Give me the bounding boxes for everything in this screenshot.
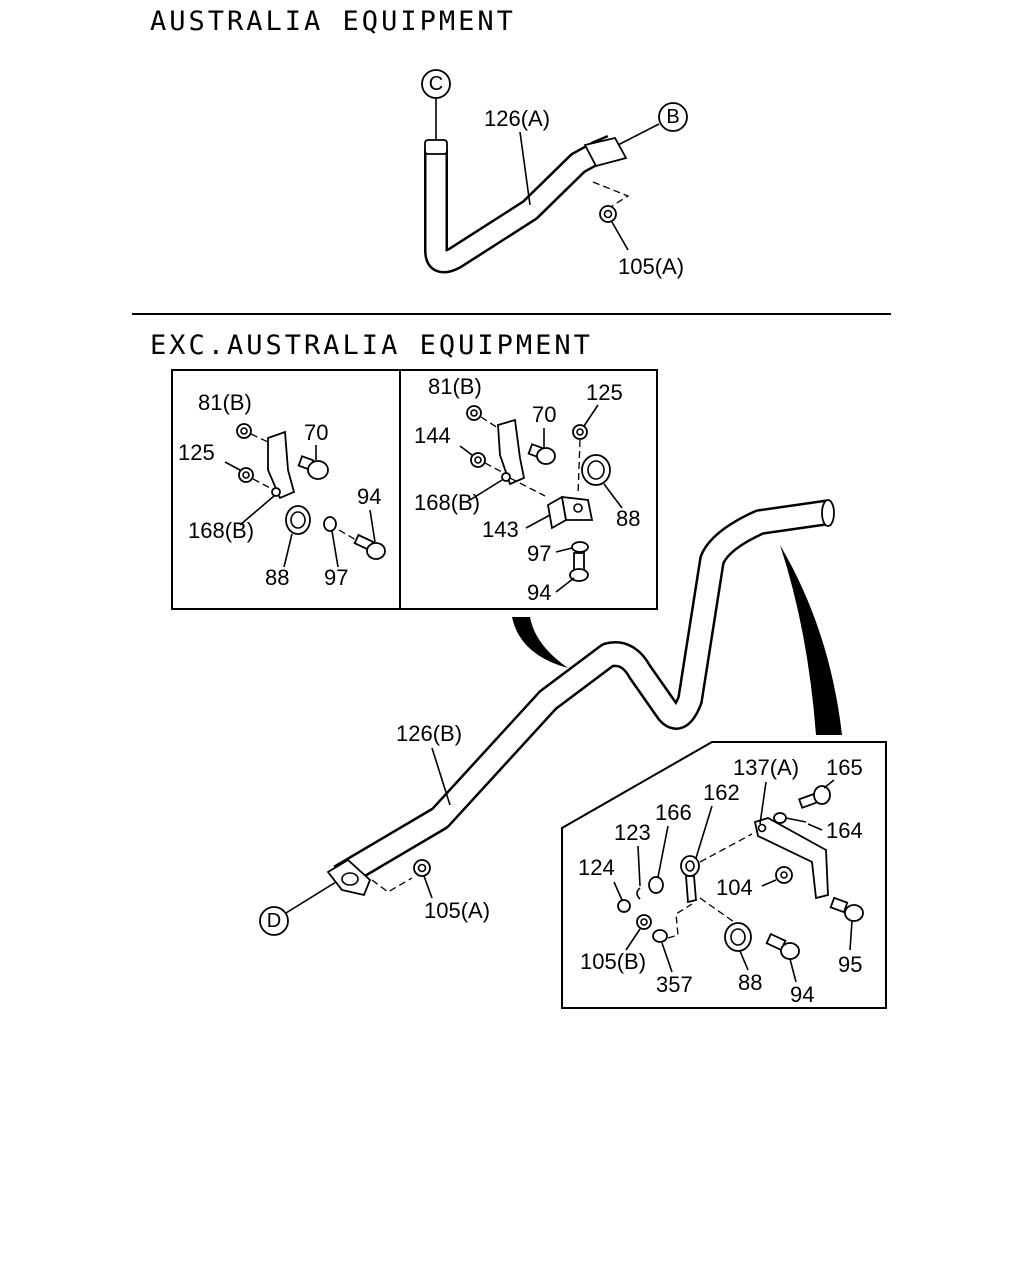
nut-105a-lower-icon — [413, 859, 431, 877]
detail-bottom-parts — [617, 785, 864, 960]
callout-b: B — [617, 102, 688, 146]
australia-pipe-assembly — [424, 134, 630, 274]
detail-bottom-label-0: 137(A) — [733, 755, 799, 780]
detail-bottom-label-2: 162 — [703, 780, 740, 805]
detail-bottom-label-4: 164 — [826, 818, 863, 843]
detail-left-label-1: 70 — [304, 420, 328, 445]
detail-bottom-label-12: 94 — [790, 982, 814, 1007]
detail-middle-label-1: 125 — [586, 380, 623, 405]
detail-box-bottom — [561, 741, 887, 1009]
svg-text:B: B — [666, 106, 679, 128]
detail-left-parts — [236, 423, 386, 560]
detail-middle-label-5: 143 — [482, 517, 519, 542]
detail-left-label-6: 97 — [324, 565, 348, 590]
detail-bottom-label-10: 357 — [656, 972, 693, 997]
detail-middle-label-6: 88 — [616, 506, 640, 531]
detail-bottom-label-7: 104 — [716, 875, 753, 900]
label-126a: 126(A) — [484, 106, 550, 131]
australia-heading: AUSTRALIA EQUIPMENT — [150, 6, 516, 37]
detail-left-label-0: 81(B) — [198, 390, 252, 415]
detail-middle-label-8: 94 — [527, 580, 551, 605]
detail-left-label-5: 88 — [265, 565, 289, 590]
detail-bottom-label-9: 105(B) — [580, 949, 646, 974]
detail-box-middle — [399, 369, 658, 610]
callout-d: D — [259, 881, 337, 936]
detail-bottom-label-8: 95 — [838, 952, 862, 977]
detail-middle-parts — [466, 405, 611, 582]
exc-australia-heading: EXC.AUSTRALIA EQUIPMENT — [150, 330, 593, 361]
exhaust-pipe-126b — [326, 499, 835, 897]
detail-bottom-label-3: 166 — [655, 800, 692, 825]
label-126b: 126(B) — [396, 721, 462, 746]
label-105a-lower: 105(A) — [424, 898, 490, 923]
svg-text:D: D — [267, 910, 281, 932]
svg-text:C: C — [429, 73, 443, 95]
detail-middle-label-0: 81(B) — [428, 374, 482, 399]
pointer-wedge-left — [512, 617, 568, 668]
detail-bottom-label-5: 123 — [614, 820, 651, 845]
detail-middle-label-7: 97 — [527, 541, 551, 566]
label-105a-top: 105(A) — [618, 254, 684, 279]
callout-c: C — [421, 69, 451, 140]
detail-left-label-2: 125 — [178, 440, 215, 465]
detail-bottom-label-1: 165 — [826, 755, 863, 780]
detail-middle-label-2: 70 — [532, 402, 556, 427]
detail-middle-label-3: 144 — [414, 423, 451, 448]
detail-left-label-3: 94 — [357, 484, 381, 509]
detail-bottom-label-11: 88 — [738, 970, 762, 995]
detail-bottom-label-6: 124 — [578, 855, 615, 880]
nut-105a-icon — [599, 205, 617, 223]
pointer-wedge-right — [780, 545, 842, 735]
detail-middle-label-4: 168(B) — [414, 490, 480, 515]
